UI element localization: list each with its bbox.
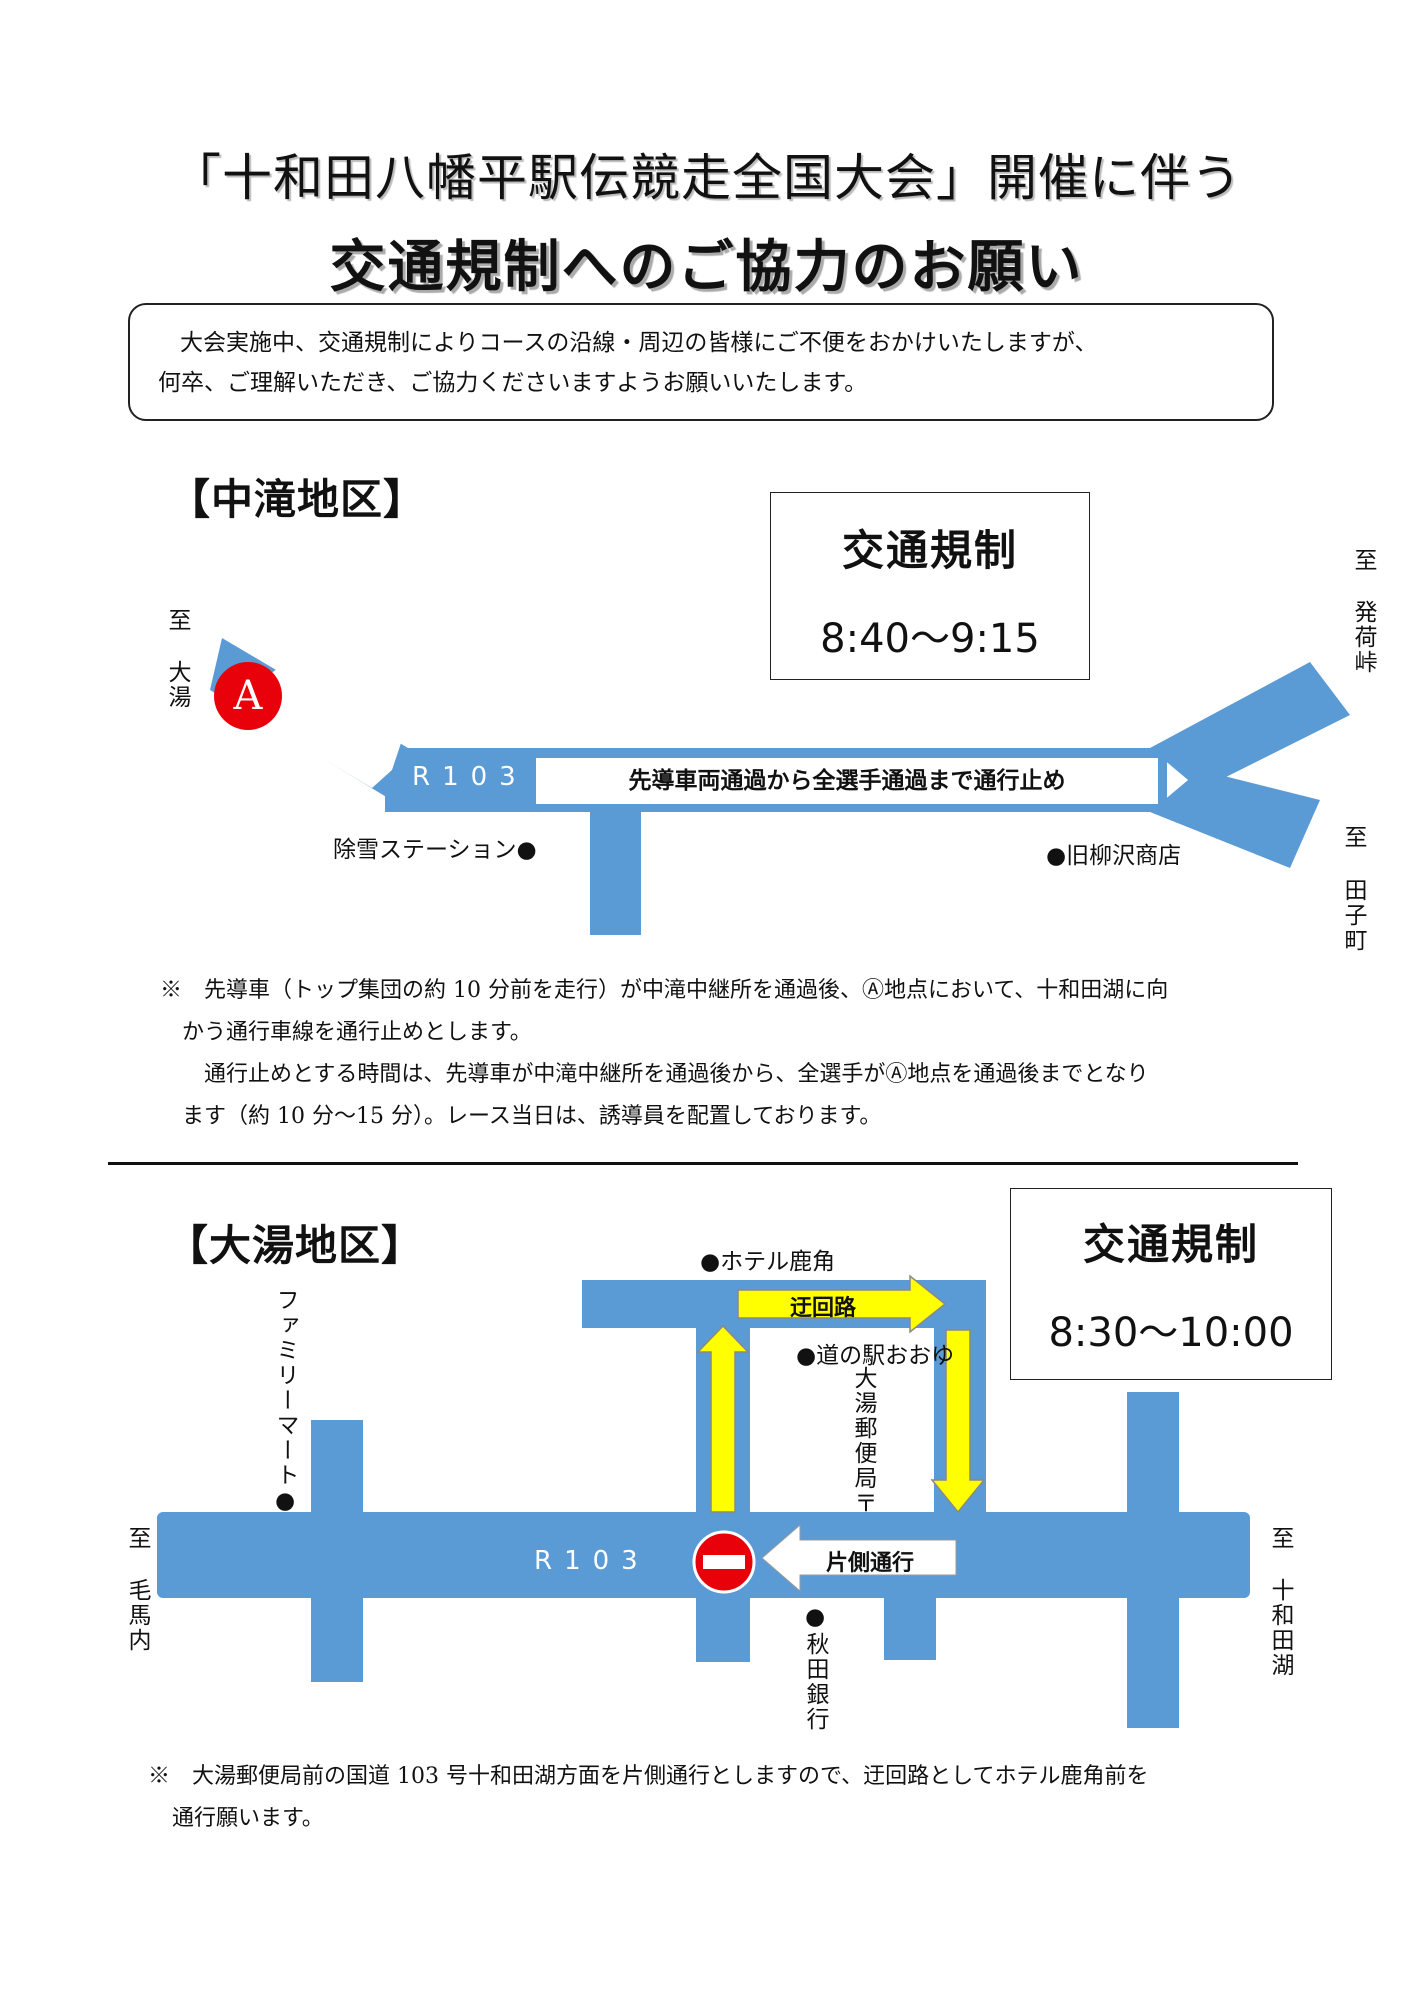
nakataki-to-right-bottom-place: 田子町 [1340, 878, 1366, 953]
oyu-regulation-label: 交通規制 [1082, 1220, 1259, 1269]
nakataki-regulation-label: 交通規制 [841, 526, 1018, 575]
point-a-marker: A [214, 662, 282, 730]
nakataki-to-right-top: 至 [1350, 548, 1376, 573]
oyu-to-right-place: 十和田湖 [1267, 1578, 1293, 1678]
nakataki-road-fork-upper [1150, 662, 1350, 790]
nakataki-note: ※ 先導車（トップ集団の約 10 分前を走行）が中滝中継所を通過後、Ⓐ地点におい… [160, 970, 1300, 1138]
landmark-post-office: 大湯郵便局〒 [850, 1366, 876, 1516]
nakataki-map [210, 638, 1350, 935]
oneway-label: 片側通行 [825, 1551, 914, 1576]
detour-arrow-up [696, 1324, 750, 1513]
nakataki-note-line2: かう通行車線を通行止めとします。 [182, 1020, 532, 1045]
nakataki-note-line1: ※ 先導車（トップ集団の約 10 分前を走行）が中滝中継所を通過後、Ⓐ地点におい… [160, 978, 1169, 1003]
page-title-line2: 交通規制へのご協力のお願い [329, 235, 1084, 300]
nakataki-note-line3: 通行止めとする時間は、先導車が中滝中継所を通過後から、全選手がⒶ地点を通過後まで… [182, 1062, 1149, 1087]
nakataki-road-branch-south [590, 800, 641, 935]
oyu-road-east-south [884, 1590, 936, 1660]
landmark-hotel-kazuno: ●ホテル鹿角 [700, 1249, 836, 1275]
oyu-note-line2: 通行願います。 [172, 1806, 324, 1831]
nakataki-regulation-box: 交通規制 8:40～9:15 [770, 492, 1090, 680]
oyu-regulation-box: 交通規制 8:30～10:00 [1010, 1188, 1332, 1380]
detour-arrow-down [930, 1329, 986, 1514]
oyu-section-title: 【大湯地区】 [166, 1221, 425, 1270]
nakataki-to-right-bottom: 至 [1340, 825, 1366, 850]
landmark-akita-bank: ●秋田銀行 [802, 1604, 828, 1732]
nakataki-to-right-top-place: 発荷峠 [1350, 600, 1376, 675]
detour-label: 迂回路 [790, 1296, 857, 1321]
oyu-to-left: 至 [124, 1526, 150, 1551]
oyu-road-east [1127, 1392, 1179, 1728]
nakataki-road-label: R103 [412, 762, 528, 792]
oyu-note: ※ 大湯郵便局前の国道 103 号十和田湖方面を片側通行としますので、迂回路とし… [148, 1756, 1308, 1840]
nakataki-closure-banner [536, 758, 1158, 804]
oyu-road-label: R103 [534, 1546, 650, 1576]
oyu-note-line1: ※ 大湯郵便局前の国道 103 号十和田湖方面を片側通行としますので、迂回路とし… [148, 1764, 1149, 1789]
oyu-regulation-time: 8:30～10:00 [1048, 1310, 1294, 1356]
oyu-to-right: 至 [1267, 1526, 1293, 1551]
nakataki-closure-text: 先導車両通過から全選手通過まで通行止め [628, 768, 1066, 794]
nakataki-to-left-place: 大湯 [164, 660, 190, 710]
intro-line1: 大会実施中、交通規制によりコースの沿線・周辺の皆様にご不便をおかけいたしますが、 [180, 330, 1098, 356]
intro-box: 大会実施中、交通規制によりコースの沿線・周辺の皆様にご不便をおかけいたしますが、… [128, 303, 1274, 421]
landmark-familymart: ファミリーマート● [272, 1288, 298, 1516]
nakataki-section-title: 【中滝地区】 [168, 475, 427, 524]
nakataki-to-left: 至 [164, 608, 190, 633]
no-entry-sign [692, 1530, 756, 1594]
intro-line2: 何卒、ご理解いただき、ご協力くださいますようお願いいたします。 [158, 370, 868, 396]
landmark-snow-station: 除雪ステーション● [333, 837, 537, 863]
nakataki-note-line4: ます（約 10 分～15 分）。レース当日は、誘導員を配置しております。 [182, 1104, 882, 1129]
oyu-to-left-place: 毛馬内 [124, 1578, 150, 1653]
nakataki-regulation-time: 8:40～9:15 [820, 616, 1040, 662]
oneway-arrow [761, 1523, 957, 1593]
page-title-line1: 「十和田八幡平駅伝競走全国大会」開催に伴う [171, 149, 1242, 207]
nakataki-road-fork-lower [1150, 770, 1320, 868]
oyu-map [157, 1274, 1250, 1728]
landmark-michinoeki: ●道の駅おおゆ [796, 1343, 955, 1369]
nakataki-closed-lane [250, 668, 402, 788]
landmark-former-shop: ●旧柳沢商店 [1046, 843, 1182, 869]
oyu-road-west [311, 1420, 363, 1682]
detour-arrow-right [737, 1274, 947, 1334]
section-divider [108, 1162, 1298, 1165]
